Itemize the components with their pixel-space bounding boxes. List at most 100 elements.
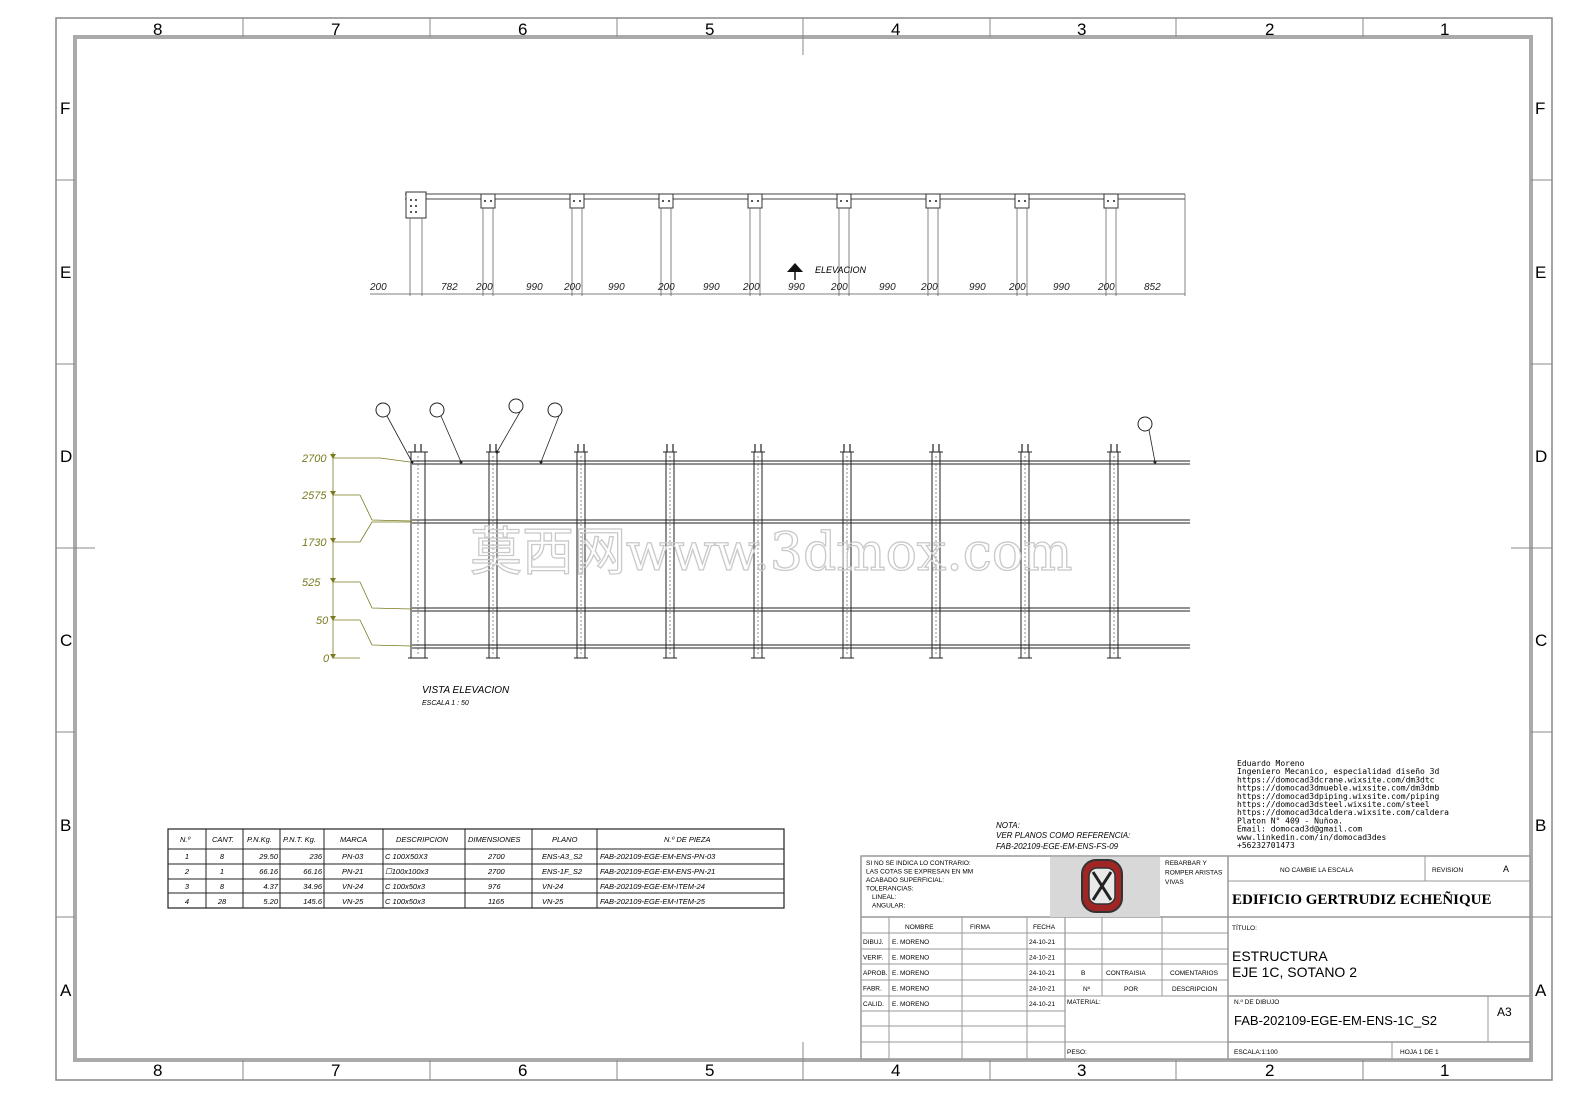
general-notes: SI NO SE INDICA LO CONTRARIO: LAS COTAS S… bbox=[866, 860, 973, 910]
bolt-icon bbox=[840, 200, 842, 202]
dimension-value: 990 bbox=[879, 282, 896, 293]
table-cell: ☐100x100x3 bbox=[385, 867, 429, 876]
signoff-role: DIBUJ. bbox=[863, 939, 884, 946]
dimension-value: 990 bbox=[788, 282, 805, 293]
dimension-value: 990 bbox=[608, 282, 625, 293]
table-header: DESCRIPCION bbox=[396, 835, 449, 844]
general-note-line: SI NO SE INDICA LO CONTRARIO: bbox=[866, 860, 971, 867]
plan-view-label: ELEVACION bbox=[815, 265, 867, 275]
table-cell: VN-25 bbox=[342, 897, 364, 906]
table-cell: 145.6 bbox=[303, 897, 323, 906]
table-cell: 1 bbox=[185, 852, 189, 861]
dimension-value: 200 bbox=[475, 282, 493, 293]
revision-value: A bbox=[1503, 864, 1509, 874]
zone-col-bottom: 5 bbox=[705, 1061, 714, 1080]
revision-cell: COMENTARIOS bbox=[1170, 970, 1219, 977]
zone-col-top: 4 bbox=[891, 20, 900, 39]
level-leader bbox=[359, 494, 413, 522]
table-cell: FAB-202109-EGE-EM-ITEM-24 bbox=[600, 882, 705, 891]
bolt-icon bbox=[410, 205, 412, 207]
table-cell: FAB-202109-EGE-EM-ITEM-25 bbox=[600, 897, 706, 906]
table-cell: 4 bbox=[185, 897, 189, 906]
leader-dot bbox=[1153, 460, 1157, 464]
horizontal-beams bbox=[412, 460, 1190, 649]
table-cell: VN-25 bbox=[542, 897, 564, 906]
author-line: Platon N° 409 - Nuñoa. bbox=[1237, 816, 1343, 825]
leader-dot bbox=[495, 450, 499, 454]
peso-label: PESO: bbox=[1067, 1049, 1087, 1056]
zone-row-left: F bbox=[60, 99, 70, 118]
zone-row-left: C bbox=[60, 631, 72, 650]
post-cap bbox=[925, 193, 941, 209]
project-name: EDIFICIO GERTRUDIZ ECHEÑIQUE bbox=[1232, 890, 1492, 908]
zone-col-top: 3 bbox=[1077, 20, 1086, 39]
dimension-value: 990 bbox=[703, 282, 720, 293]
general-note-line: TOLERANCIAS: bbox=[866, 886, 914, 893]
signoff-date: 24-10-21 bbox=[1029, 939, 1055, 946]
dimension-value: 200 bbox=[1008, 282, 1026, 293]
elevation-view-title: VISTA ELEVACION bbox=[422, 685, 510, 696]
table-cell: VN-24 bbox=[342, 882, 363, 891]
level-marker-icon bbox=[330, 578, 336, 583]
table-cell: 5.20 bbox=[263, 897, 278, 906]
author-line: https://domocad3dmueble.wixsite.com/dm3d… bbox=[1237, 784, 1439, 793]
signoff-date: 24-10-21 bbox=[1029, 986, 1055, 993]
table-cell: 1165 bbox=[488, 897, 505, 906]
plan-posts bbox=[409, 193, 1186, 296]
level-leader bbox=[360, 457, 411, 463]
revision-cell: POR bbox=[1124, 986, 1138, 993]
level-label: 1730 bbox=[302, 537, 327, 549]
post-cap bbox=[747, 193, 763, 209]
table-cell: C 100x50x3 bbox=[385, 882, 426, 891]
bolt-icon bbox=[573, 200, 575, 202]
outer-border bbox=[55, 17, 1553, 1081]
bolt-icon bbox=[415, 205, 417, 207]
table-cell: 34.96 bbox=[303, 882, 323, 891]
signoff-header: FECHA bbox=[1033, 924, 1056, 931]
signoff-name: E. MORENO bbox=[892, 986, 929, 993]
bolt-icon bbox=[662, 200, 664, 202]
table-cell: ENS-A3_S2 bbox=[542, 852, 583, 861]
dimension-value: 782 bbox=[441, 282, 458, 293]
table-cell: C 100x50x3 bbox=[385, 897, 426, 906]
hoja-label: HOJA 1 DE 1 bbox=[1400, 1049, 1439, 1056]
bolt-icon bbox=[410, 199, 412, 201]
author-line: +56232701473 bbox=[1237, 841, 1295, 850]
level-leader bbox=[359, 619, 413, 647]
dimension-value: 200 bbox=[657, 282, 675, 293]
signoff-header: FIRMA bbox=[970, 924, 991, 931]
revision-cell: Nº bbox=[1083, 986, 1091, 993]
drawing-number: FAB-202109-EGE-EM-ENS-1C_S2 bbox=[1234, 1013, 1437, 1028]
zone-row-right: F bbox=[1535, 99, 1545, 118]
zone-col-bottom: 2 bbox=[1265, 1061, 1274, 1080]
no-scale-note: NO CAMBIE LA ESCALA bbox=[1280, 867, 1354, 874]
bolt-icon bbox=[751, 200, 753, 202]
level-label: 2700 bbox=[301, 453, 327, 465]
table-header: PLANO bbox=[552, 835, 578, 844]
signoff-name: E. MORENO bbox=[892, 1001, 929, 1008]
general-note-line: LAS COTAS SE EXPRESAN EN MM bbox=[866, 869, 973, 876]
post-cap bbox=[658, 193, 674, 209]
zone-col-top: 2 bbox=[1265, 20, 1274, 39]
dimension-value: 200 bbox=[830, 282, 848, 293]
table-cell: 29.50 bbox=[258, 852, 279, 861]
signoff-role: VERIF. bbox=[863, 955, 883, 962]
zone-col-bottom: 7 bbox=[331, 1061, 340, 1080]
table-header: P.N.Kg. bbox=[247, 835, 272, 844]
bolt-icon bbox=[846, 200, 848, 202]
signoff-date: 24-10-21 bbox=[1029, 955, 1055, 962]
bolt-icon bbox=[490, 200, 492, 202]
author-line: Email: domocad3d@gmail.com bbox=[1237, 825, 1362, 834]
zone-col-top: 8 bbox=[153, 20, 162, 39]
table-cell: 2 bbox=[184, 867, 190, 876]
zone-col-top: 5 bbox=[705, 20, 714, 39]
zone-col-top: 6 bbox=[518, 20, 527, 39]
item-balloon bbox=[1137, 416, 1153, 432]
